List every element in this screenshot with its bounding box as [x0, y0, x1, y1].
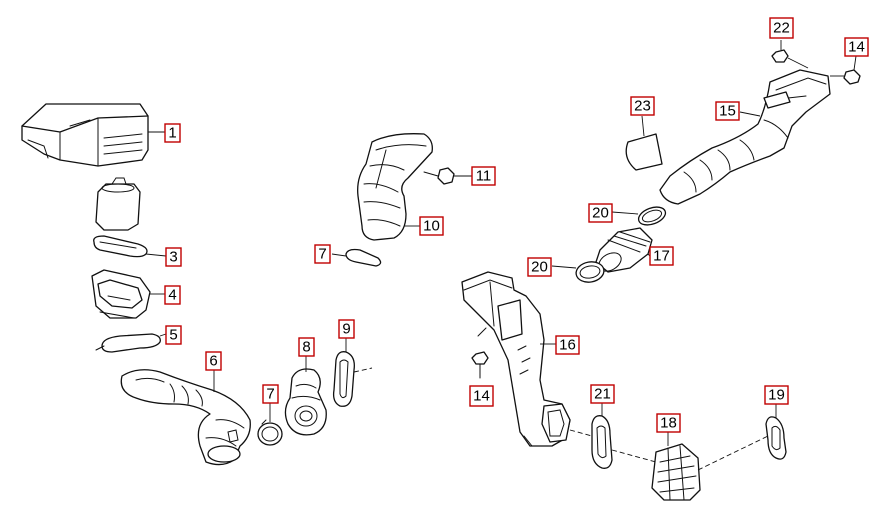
- part-16-vertical-duct[interactable]: [461, 271, 571, 447]
- part-17-coupler[interactable]: [595, 227, 653, 275]
- callout-17: 17: [649, 246, 674, 266]
- callout-22: 22: [769, 17, 794, 39]
- part-23-pad[interactable]: [625, 133, 663, 171]
- callout-11: 11: [471, 166, 496, 186]
- callout-19: 19: [764, 385, 789, 405]
- callout-18: 18: [656, 413, 681, 433]
- callout-1: 1: [164, 123, 181, 143]
- callout-6: 6: [205, 351, 222, 371]
- callout-14-top-text: 14: [848, 39, 865, 56]
- callout-10-text: 10: [423, 218, 440, 235]
- part-10-upper-duct[interactable]: [357, 133, 433, 241]
- callout-16: 16: [555, 335, 580, 355]
- callout-21-text: 21: [594, 386, 611, 403]
- callout-14-lower: 14: [469, 385, 494, 407]
- callout-7-upper-text: 7: [318, 246, 326, 263]
- callout-4-text: 4: [168, 287, 176, 304]
- callout-3-text: 3: [169, 249, 177, 266]
- part-19-gasket[interactable]: [765, 416, 787, 460]
- part-1-air-intake-box[interactable]: [21, 103, 149, 167]
- part-8-elbow-coupler[interactable]: [284, 368, 327, 436]
- callout-16-text: 16: [559, 337, 576, 354]
- callout-3: 3: [165, 247, 182, 267]
- part-11-bolt[interactable]: [423, 167, 455, 185]
- callout-18-text: 18: [660, 415, 677, 432]
- callout-21: 21: [590, 384, 615, 404]
- callout-15-text: 15: [719, 103, 736, 120]
- part-3-gasket[interactable]: [93, 235, 148, 258]
- part-14-bolt-lower[interactable]: [471, 351, 489, 379]
- callout-9-text: 9: [342, 321, 350, 338]
- callout-1-text: 1: [168, 125, 176, 142]
- callout-7-lower-text: 7: [266, 386, 274, 403]
- part-7-clamp-upper[interactable]: [345, 248, 382, 267]
- callout-20-upper-text: 20: [592, 205, 609, 222]
- callout-14-lower-text: 14: [473, 388, 490, 405]
- callout-5: 5: [165, 325, 182, 345]
- callout-5-text: 5: [169, 327, 177, 344]
- callout-20-upper: 20: [588, 203, 613, 223]
- part-20-clamp-upper[interactable]: [636, 204, 668, 229]
- part-15-long-air-duct[interactable]: [659, 69, 831, 205]
- callout-9: 9: [338, 319, 355, 339]
- part-14-nut-top[interactable]: [843, 69, 861, 85]
- callout-7-lower: 7: [262, 384, 279, 404]
- part-5-hose-clamp[interactable]: [95, 333, 161, 353]
- callout-23-text: 23: [634, 98, 651, 115]
- callout-20-lower: 20: [527, 257, 552, 277]
- callout-15: 15: [715, 101, 740, 121]
- callout-8: 8: [298, 337, 315, 357]
- callout-8-text: 8: [302, 339, 310, 356]
- callout-6-text: 6: [209, 353, 217, 370]
- callout-20-lower-text: 20: [531, 259, 548, 276]
- part-6-intake-hose[interactable]: [120, 369, 251, 466]
- part-21-gasket[interactable]: [591, 415, 613, 469]
- callout-7-upper: 7: [314, 244, 331, 264]
- part-22-bolt[interactable]: [771, 49, 789, 63]
- callout-10: 10: [419, 216, 444, 236]
- callout-17-text: 17: [653, 248, 670, 265]
- intake-duct-neck: [95, 177, 141, 231]
- callout-14-top: 14: [844, 37, 869, 57]
- callout-4: 4: [164, 285, 181, 305]
- part-7-clamp-lower[interactable]: [257, 419, 283, 446]
- part-4-flange-adaptor[interactable]: [91, 269, 151, 319]
- callout-11-text: 11: [476, 168, 492, 185]
- callout-22-text: 22: [773, 20, 790, 37]
- part-20-clamp-lower[interactable]: [574, 260, 605, 285]
- part-18-coupler-block[interactable]: [651, 443, 701, 501]
- part-9-oval-gasket[interactable]: [332, 351, 355, 407]
- callout-23: 23: [630, 96, 655, 116]
- callout-19-text: 19: [768, 387, 785, 404]
